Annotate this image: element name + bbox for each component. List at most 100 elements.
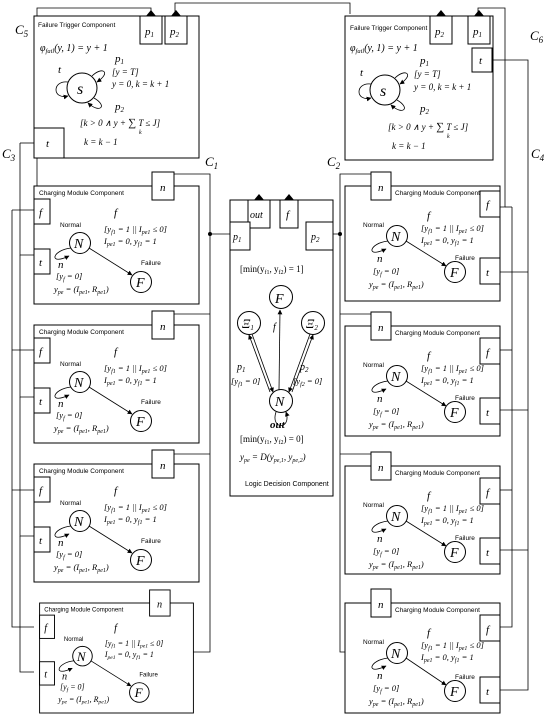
svg-text:[yf1 = 0]: [yf1 = 0] <box>231 376 260 388</box>
svg-text:N: N <box>390 510 401 525</box>
svg-text:y = 0, k = k + 1: y = 0, k = k + 1 <box>111 79 169 89</box>
svg-text:k = k − 1: k = k − 1 <box>392 141 426 151</box>
svg-text:out: out <box>250 210 263 221</box>
svg-text:p1: p1 <box>232 232 242 244</box>
svg-text:Failure: Failure <box>455 395 475 402</box>
svg-text:t: t <box>486 547 490 559</box>
svg-text:N: N <box>390 647 401 662</box>
svg-text:Failure Trigger Component: Failure Trigger Component <box>38 22 116 29</box>
svg-text:Charging Module Component: Charging Module Component <box>395 607 480 614</box>
svg-text:k: k <box>139 130 142 136</box>
svg-text:n: n <box>377 533 383 545</box>
svg-text:ype = D(ype,1, ype,2): ype = D(ype,1, ype,2) <box>239 452 306 464</box>
svg-text:Ipe1 = 0, yf1 = 1: Ipe1 = 0, yf1 = 1 <box>420 652 474 664</box>
svg-text:f: f <box>486 199 491 211</box>
svg-text:Failure: Failure <box>455 535 475 542</box>
svg-text:n: n <box>377 670 383 682</box>
svg-text:[yf = 0]: [yf = 0] <box>373 683 399 695</box>
svg-text:t: t <box>360 67 364 79</box>
svg-text:f: f <box>486 487 491 499</box>
label-c1: C1 <box>205 154 218 171</box>
port-p2-logic <box>305 221 334 251</box>
port-p1 <box>139 15 163 45</box>
svg-text:f: f <box>486 624 491 636</box>
svg-text:[min(yf1, yf2) = 1]: [min(yf1, yf2) = 1] <box>240 264 304 276</box>
svg-text:F: F <box>449 546 459 561</box>
svg-text:φfail(y, 1) = y + 1: φfail(y, 1) = y + 1 <box>350 43 418 55</box>
svg-text:ype = (Ipe1, Rpe1): ype = (Ipe1, Rpe1) <box>368 419 424 431</box>
svg-text:p1: p1 <box>144 26 154 39</box>
svg-text:t: t <box>486 407 490 419</box>
svg-text:F: F <box>449 685 459 700</box>
svg-text:t: t <box>486 686 490 698</box>
svg-text:Normal: Normal <box>363 222 385 229</box>
svg-text:[min(yf1, yf2) = 0]: [min(yf1, yf2) = 0] <box>240 434 304 446</box>
svg-text:N: N <box>274 395 285 410</box>
charging-module-right-contents: Charging Module Component f t Normal N F… <box>363 190 501 708</box>
logic-decision-component: out f p1 p2 [min(yf1, yf2) = 1] F Ξ1 Ξ2 … <box>229 194 334 497</box>
svg-text:t: t <box>479 55 483 67</box>
svg-text:[yf1 = 1 || Ipe1 ≤ 0]: [yf1 = 1 || Ipe1 ≤ 0] <box>421 363 484 375</box>
svg-text:t: t <box>486 267 490 279</box>
svg-text:F: F <box>449 406 459 421</box>
svg-text:n: n <box>377 253 383 265</box>
svg-text:[yf1 = 1 || Ipe1 ≤ 0]: [yf1 = 1 || Ipe1 ≤ 0] <box>421 223 484 235</box>
label-c6: C6 <box>530 28 544 45</box>
svg-text:Failure Trigger Component: Failure Trigger Component <box>350 25 428 32</box>
svg-text:F: F <box>449 266 459 281</box>
svg-text:Ξ2: Ξ2 <box>306 316 318 332</box>
svg-text:[k > 0 ∧ y + ∑ T ≤ J]: [k > 0 ∧ y + ∑ T ≤ J] <box>388 121 469 133</box>
svg-text:Ξ1: Ξ1 <box>242 316 254 332</box>
charging-module-left-4 <box>40 590 194 713</box>
charging-modules-right: n n n n <box>344 171 501 714</box>
svg-text:p2: p2 <box>299 362 309 374</box>
svg-text:p1: p1 <box>472 26 482 39</box>
svg-text:[yf = 0]: [yf = 0] <box>373 406 399 418</box>
svg-text:t: t <box>46 138 50 150</box>
port-p1-right <box>467 15 491 45</box>
charging-module-left-3 <box>34 450 199 582</box>
svg-text:f: f <box>486 347 491 359</box>
svg-text:p2: p2 <box>419 103 430 116</box>
svg-text:n: n <box>378 182 384 194</box>
svg-text:Logic Decision Component: Logic Decision Component <box>245 481 329 488</box>
svg-text:p1: p1 <box>236 362 246 374</box>
port-t-right <box>471 47 493 73</box>
svg-text:Failure: Failure <box>455 255 475 262</box>
svg-text:s: s <box>77 81 83 98</box>
svg-text:p2: p2 <box>434 26 445 39</box>
svg-text:p2: p2 <box>169 26 180 39</box>
svg-text:p2: p2 <box>114 101 125 114</box>
port-p2 <box>164 15 188 45</box>
svg-text:s: s <box>380 83 386 100</box>
svg-text:k: k <box>447 134 450 140</box>
connection-labels: C5 C3 C1 C2 C6 C4 <box>2 22 545 171</box>
svg-text:n: n <box>377 393 383 405</box>
svg-text:f: f <box>286 209 291 221</box>
svg-text:Ipe1 = 0, yf1 = 1: Ipe1 = 0, yf1 = 1 <box>420 235 474 247</box>
svg-text:[k > 0 ∧ y + ∑ T ≤ J]: [k > 0 ∧ y + ∑ T ≤ J] <box>80 117 161 129</box>
svg-text:Normal: Normal <box>363 362 385 369</box>
svg-text:f: f <box>427 627 432 639</box>
svg-text:[y = T]: [y = T] <box>112 67 139 77</box>
label-c3: C3 <box>2 146 16 163</box>
svg-text:y = 0, k = k + 1: y = 0, k = k + 1 <box>413 82 471 92</box>
svg-text:Charging Module Component: Charging Module Component <box>395 330 480 337</box>
svg-text:[yf = 0]: [yf = 0] <box>373 266 399 278</box>
svg-text:Charging Module Component: Charging Module Component <box>395 190 480 197</box>
svg-text:p1: p1 <box>114 53 124 66</box>
svg-text:ype = (Ipe1, Rpe1): ype = (Ipe1, Rpe1) <box>368 559 424 571</box>
failure-trigger-left: Failure Trigger Component p1 p2 t φfail(… <box>33 10 200 159</box>
label-c5: C5 <box>15 22 29 39</box>
svg-text:f: f <box>273 322 277 333</box>
svg-text:Normal: Normal <box>363 502 385 509</box>
port-t <box>33 127 65 159</box>
svg-text:Normal: Normal <box>363 639 385 646</box>
svg-text:Ipe1 = 0, yf1 = 1: Ipe1 = 0, yf1 = 1 <box>420 375 474 387</box>
svg-text:φfail(y, 1) = y + 1: φfail(y, 1) = y + 1 <box>40 43 108 55</box>
svg-text:t: t <box>58 64 62 76</box>
svg-text:[y = T]: [y = T] <box>414 69 441 79</box>
svg-text:Failure: Failure <box>455 674 475 681</box>
